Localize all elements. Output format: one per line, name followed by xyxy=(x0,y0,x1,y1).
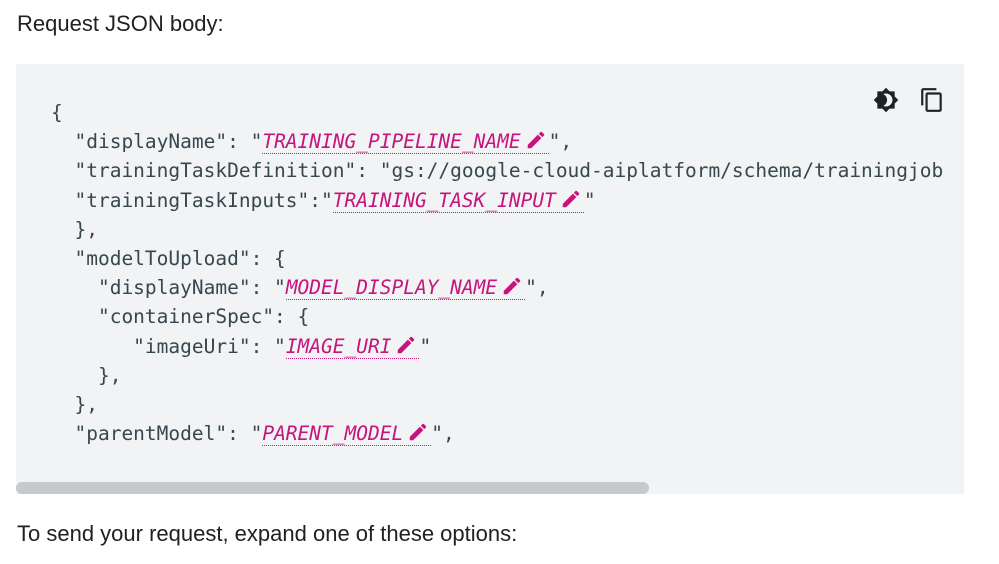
code-line: "imageUri": "IMAGE_URI " xyxy=(51,332,943,361)
code-text: }, xyxy=(51,363,122,387)
code-line: "containerSpec": { xyxy=(51,302,943,331)
variable-text: IMAGE_URI xyxy=(285,334,392,358)
code-text: " xyxy=(419,334,432,358)
variable-text: MODEL_DISPLAY_NAME xyxy=(285,276,498,300)
pencil-icon xyxy=(398,336,415,353)
horizontal-scrollbar[interactable] xyxy=(16,482,964,494)
json-code: { "displayName": "TRAINING_PIPELINE_NAME… xyxy=(51,98,943,448)
scrollbar-thumb[interactable] xyxy=(16,482,649,494)
code-line: "trainingTaskDefinition": "gs://google-c… xyxy=(51,156,943,185)
code-text: "displayName": " xyxy=(51,276,286,300)
code-text: "parentModel": " xyxy=(51,422,263,446)
code-line: "parentModel": "PARENT_MODEL ", xyxy=(51,419,943,448)
variable-text: TRAINING_PIPELINE_NAME xyxy=(262,130,521,154)
variable-training-pipeline-name[interactable]: TRAINING_PIPELINE_NAME xyxy=(262,130,549,155)
section-heading: Request JSON body: xyxy=(17,11,224,36)
variable-model-display-name[interactable]: MODEL_DISPLAY_NAME xyxy=(285,276,526,301)
code-text: "displayName": " xyxy=(51,130,263,154)
code-text: }, xyxy=(51,392,98,416)
dark-theme-icon xyxy=(873,87,899,113)
code-text: ", xyxy=(548,130,573,154)
code-block: { "displayName": "TRAINING_PIPELINE_NAME… xyxy=(16,64,964,494)
code-text: "trainingTaskDefinition": "gs://google-c… xyxy=(51,159,944,183)
code-line: "displayName": "TRAINING_PIPELINE_NAME ", xyxy=(51,127,943,156)
pencil-icon xyxy=(527,131,544,149)
code-text: "modelToUpload": { xyxy=(51,246,286,270)
code-text: }, xyxy=(51,217,98,241)
code-text: ", xyxy=(525,276,549,300)
code-line: "displayName": "MODEL_DISPLAY_NAME ", xyxy=(51,273,943,302)
code-text: { xyxy=(51,101,63,124)
variable-image-uri[interactable]: IMAGE_URI xyxy=(285,334,420,359)
dark-theme-button[interactable] xyxy=(872,86,900,114)
code-text: "trainingTaskInputs":" xyxy=(51,188,333,212)
code-line: "modelToUpload": { xyxy=(51,244,943,273)
expand-options-text: To send your request, expand one of thes… xyxy=(17,521,518,546)
code-line: }, xyxy=(51,361,943,390)
pencil-icon xyxy=(409,423,427,441)
variable-text: PARENT_MODEL xyxy=(262,422,404,446)
variable-training-task-input[interactable]: TRAINING_TASK_INPUT xyxy=(332,188,584,213)
variable-text: TRAINING_TASK_INPUT xyxy=(332,188,556,212)
code-text: " xyxy=(583,188,596,212)
copy-icon xyxy=(921,88,942,112)
pencil-icon xyxy=(503,277,521,295)
code-line: { xyxy=(51,98,943,127)
code-toolbar xyxy=(872,86,946,114)
variable-parent-model[interactable]: PARENT_MODEL xyxy=(262,422,432,447)
code-line: }, xyxy=(51,215,943,244)
code-text: ", xyxy=(431,422,455,446)
pencil-icon xyxy=(562,190,580,207)
code-text: "imageUri": " xyxy=(51,334,286,358)
code-line: "trainingTaskInputs":"TRAINING_TASK_INPU… xyxy=(51,186,943,215)
code-line: }, xyxy=(51,390,943,419)
copy-code-button[interactable] xyxy=(918,86,946,114)
code-text: "containerSpec": { xyxy=(51,305,310,329)
